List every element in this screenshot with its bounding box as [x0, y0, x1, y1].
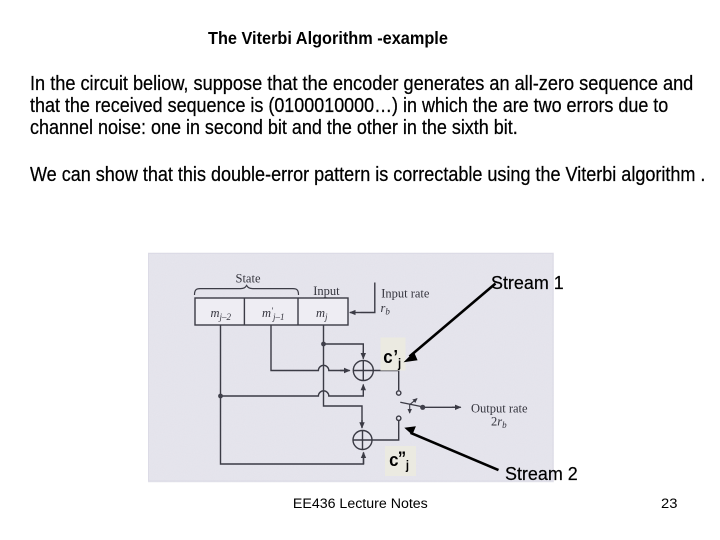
svg-text:j: j: [405, 458, 409, 473]
svg-text:Input rate: Input rate: [381, 286, 430, 300]
svg-text:State: State: [236, 271, 261, 285]
svg-text:Input: Input: [313, 284, 340, 298]
svg-text:’: ’: [393, 346, 398, 367]
svg-text:”: ”: [398, 448, 406, 469]
svg-text:j: j: [397, 356, 401, 371]
svg-text:rb: rb: [381, 301, 391, 317]
svg-text:Output rate: Output rate: [471, 401, 528, 415]
svg-text:c: c: [389, 449, 398, 470]
svg-text:mj: mj: [316, 306, 328, 322]
svg-text:c: c: [383, 346, 392, 367]
